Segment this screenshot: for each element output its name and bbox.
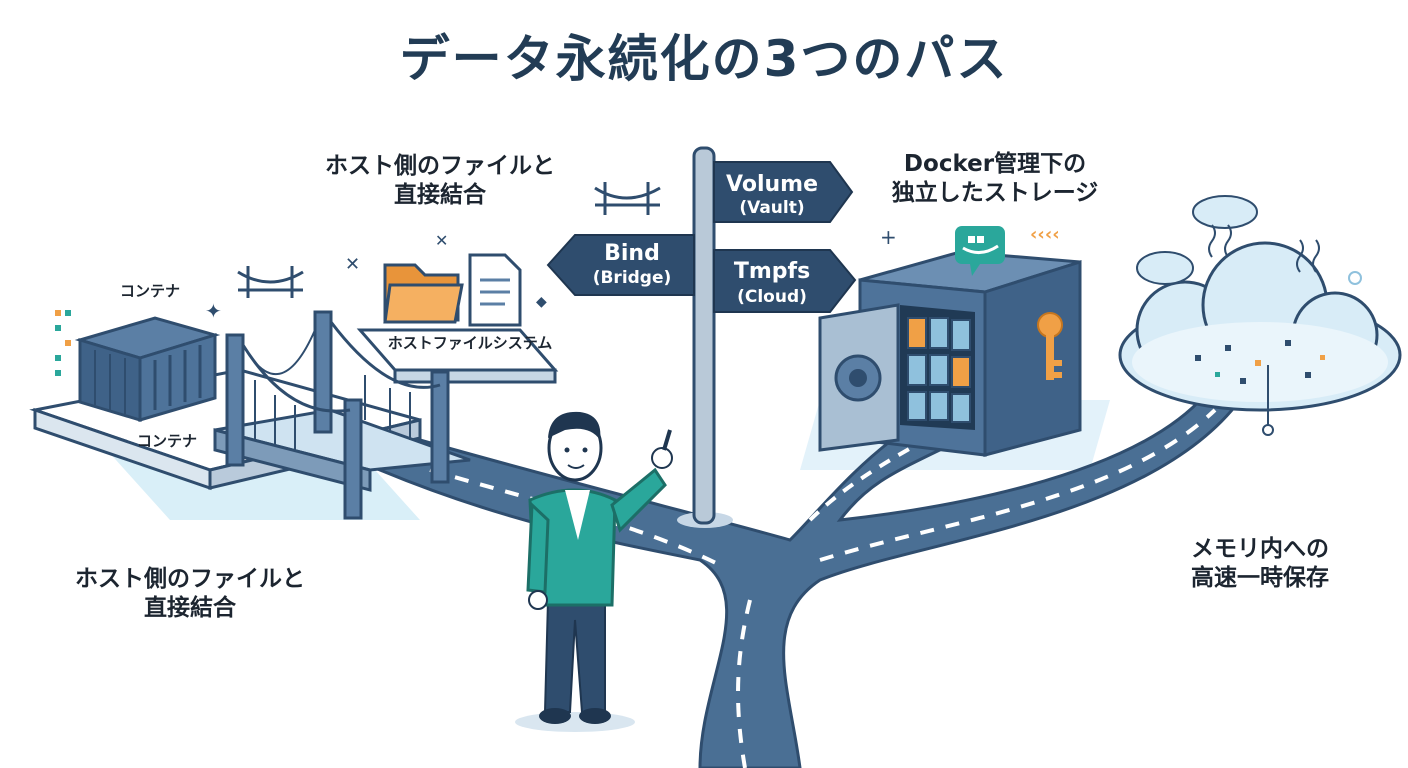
folder-icon [383,263,464,324]
volume-caption: Docker管理下の 独立したストレージ [860,150,1130,208]
person-pointing [515,411,673,732]
bind-caption-bottom: ホスト側のファイルと 直接結合 [55,565,325,623]
sparkle-icon: ✕ [435,231,448,250]
storage-blocks [907,317,971,423]
plus-icon: + [880,225,897,249]
decorations: ✦ ✕ ✕ ◆ + [55,225,897,376]
bridge-icon [237,266,304,298]
container-box [74,316,221,423]
bind-caption-top-line1: ホスト側のファイルと [325,153,555,179]
vault: ‹‹‹‹ [818,224,1082,457]
bridge-icon [594,182,661,215]
container-label-top: コンテナ [119,282,180,300]
document-icon [468,253,522,327]
sign-bind-main: Bind [604,241,660,266]
road-dash [808,438,926,522]
docker-bubble-icon [955,226,1005,276]
tmpfs-caption-line1: メモリ内への [1191,536,1329,562]
road-dash [736,599,752,768]
sign-tmpfs: Tmpfs (Cloud) [713,249,857,313]
cloud [1118,195,1402,436]
chevrons-icon: ‹‹‹‹ [1030,224,1060,245]
sparkle-icon: ✕ [345,254,360,275]
signpost [677,146,733,528]
volume-caption-line2: 独立したストレージ [891,179,1099,206]
host-filesystem-slab [356,328,559,384]
sign-bind-sub: (Bridge) [593,268,672,288]
sparkle-icon: ✦ [205,299,222,323]
sparkle-icon: ◆ [536,294,547,310]
road-dash [819,408,1217,562]
page-title: データ永続化の3つのパス [399,30,1009,88]
bind-caption-bottom-line1: ホスト側のファイルと [75,566,305,592]
sign-volume-sub: (Vault) [739,198,804,218]
volume-caption-line1: Docker管理下の [903,151,1087,177]
key-icon [1037,312,1063,380]
bind-caption-top-line2: 直接結合 [394,181,486,208]
suspension-bridge [213,310,471,520]
bind-caption-top: ホスト側のファイルと 直接結合 [300,152,580,210]
host-filesystem-label: ホストファイルシステム [387,334,553,352]
sign-bind: Bind (Bridge) [546,234,695,296]
tmpfs-caption-line2: 高速一時保存 [1191,564,1329,591]
bind-caption-bottom-line2: 直接結合 [144,594,236,621]
sign-tmpfs-sub: (Cloud) [737,287,807,307]
sign-volume-main: Volume [726,172,818,197]
sign-tmpfs-main: Tmpfs [734,259,810,284]
container-label-bottom: コンテナ [136,432,197,450]
sign-volume: Volume (Vault) [713,161,854,223]
tmpfs-caption: メモリ内への 高速一時保存 [1160,535,1360,593]
